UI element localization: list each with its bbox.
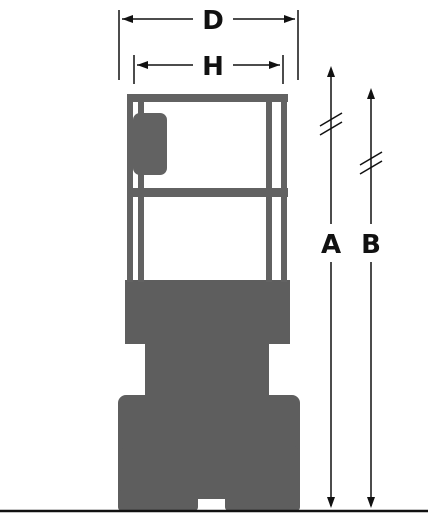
dimension-d-arrow-right — [284, 15, 295, 23]
dimension-a-break-mark-1 — [319, 112, 343, 127]
dimension-a — [319, 66, 343, 508]
dimension-b — [359, 88, 383, 508]
dimension-b-arrow-top — [367, 88, 375, 99]
dimension-d — [118, 10, 299, 80]
chassis-base — [122, 445, 298, 499]
platform-deck — [125, 280, 290, 344]
dimension-h-arrow-left — [137, 61, 148, 69]
dimension-b-arrow-bottom — [367, 497, 375, 508]
dimension-a-arrow-bottom — [327, 497, 335, 508]
dimension-h — [133, 55, 284, 84]
dimension-b-break-mark-1 — [359, 151, 383, 166]
scissor-lift-machine — [118, 280, 300, 511]
mid-rail — [127, 188, 288, 197]
chassis-foot-left — [118, 490, 198, 511]
scissor-stack — [145, 340, 269, 450]
dimension-d-label: D — [202, 6, 224, 36]
dimension-a-arrow-top — [327, 66, 335, 77]
dimension-a-break-mark-2 — [319, 121, 343, 136]
dimension-b-break-mark-2 — [359, 160, 383, 175]
rail-post-left-inner — [138, 94, 144, 282]
dimension-d-arrow-left — [122, 15, 133, 23]
guard-rails — [127, 94, 288, 282]
rail-post-left-outer — [127, 94, 133, 282]
rail-post-right-inner — [266, 94, 272, 282]
dimension-h-label: H — [202, 52, 224, 82]
rail-post-right-outer — [281, 94, 287, 282]
dimension-a-label: A — [321, 230, 341, 260]
dimension-b-label: B — [361, 230, 381, 260]
top-rail — [127, 94, 288, 102]
chassis-foot-right — [225, 490, 300, 511]
dimension-h-arrow-right — [269, 61, 280, 69]
control-box — [133, 113, 167, 175]
